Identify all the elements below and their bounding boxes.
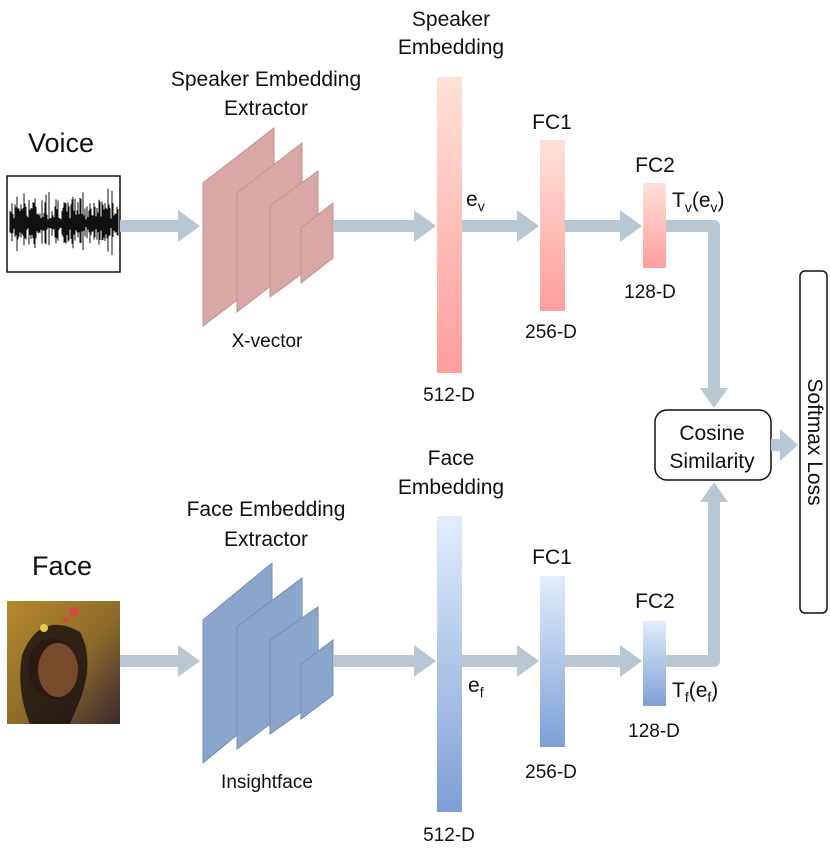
voice-fc2-label: FC2: [635, 154, 675, 177]
voice-transform-label: Tv(ev): [672, 189, 725, 215]
voice-extractor-title-line1: Speaker Embedding: [171, 68, 361, 91]
face-embedding-dim: 512-D: [423, 825, 475, 846]
softmax-loss-label: Softmax Loss: [803, 378, 826, 505]
face-embedding-title-line1: Face: [428, 447, 475, 470]
voice-input-label: Voice: [28, 128, 94, 158]
arrow-face-embedding-to-fc1: [462, 645, 539, 677]
face-extractor-title-line2: Extractor: [224, 528, 308, 551]
arrow-voice-extractor-to-embedding: [333, 210, 436, 242]
arrow-voice-to-extractor: [120, 210, 200, 242]
voice-fc1-label: FC1: [532, 111, 572, 134]
face-photo: [7, 601, 120, 724]
face-fc2-label: FC2: [635, 590, 675, 613]
voice-embedding-title-line1: Speaker: [412, 8, 490, 31]
face-embedding-title-line2: Embedding: [398, 476, 504, 499]
arrow-face-fc1-to-fc2: [565, 645, 642, 677]
voice-fc1-dim: 256-D: [525, 322, 577, 343]
face-fc1-bar: [540, 576, 565, 747]
face-fc2-bar: [643, 621, 666, 706]
voice-embedding-var: ev: [466, 188, 485, 214]
voice-embedding-title-line2: Embedding: [398, 36, 504, 59]
arrow-voice-fc1-to-fc2: [565, 210, 642, 242]
arrow-face-to-extractor: [120, 645, 200, 677]
voice-fc1-bar: [540, 140, 565, 311]
cosine-line2: Similarity: [669, 450, 755, 473]
face-fc1-label: FC1: [532, 546, 572, 569]
voice-extractor-title-line2: Extractor: [224, 97, 308, 120]
arrow-voice-embedding-to-fc1: [462, 210, 539, 242]
face-extractor-name: Insightface: [221, 772, 313, 793]
face-embedding-var: ef: [468, 674, 484, 700]
cosine-line1: Cosine: [679, 422, 744, 445]
arrow-voice-fc2-to-cosine: [666, 220, 728, 408]
x-vector-blocks: [202, 126, 334, 328]
face-extractor-title-line1: Face Embedding: [187, 498, 346, 521]
voice-extractor-name: X-vector: [232, 331, 303, 352]
face-fc1-dim: 256-D: [525, 762, 577, 783]
voice-fc2-bar: [643, 183, 666, 268]
arrow-face-extractor-to-embedding: [333, 645, 436, 677]
voice-embedding-dim: 512-D: [423, 385, 475, 406]
face-fc2-dim: 128-D: [628, 721, 680, 742]
insightface-blocks: [202, 561, 334, 765]
face-input-label: Face: [32, 551, 92, 581]
waveform-image: [6, 175, 121, 273]
softmax-loss-box: Softmax Loss: [799, 270, 828, 614]
voice-fc2-dim: 128-D: [624, 282, 676, 303]
face-transform-label: Tf(ef): [672, 679, 718, 705]
arrow-cosine-to-loss: [771, 429, 798, 461]
cosine-similarity-box: Cosine Similarity: [654, 409, 772, 481]
speaker-embedding-bar: [437, 77, 462, 373]
face-embedding-bar: [437, 516, 462, 812]
arrow-face-fc2-to-cosine: [666, 482, 728, 667]
